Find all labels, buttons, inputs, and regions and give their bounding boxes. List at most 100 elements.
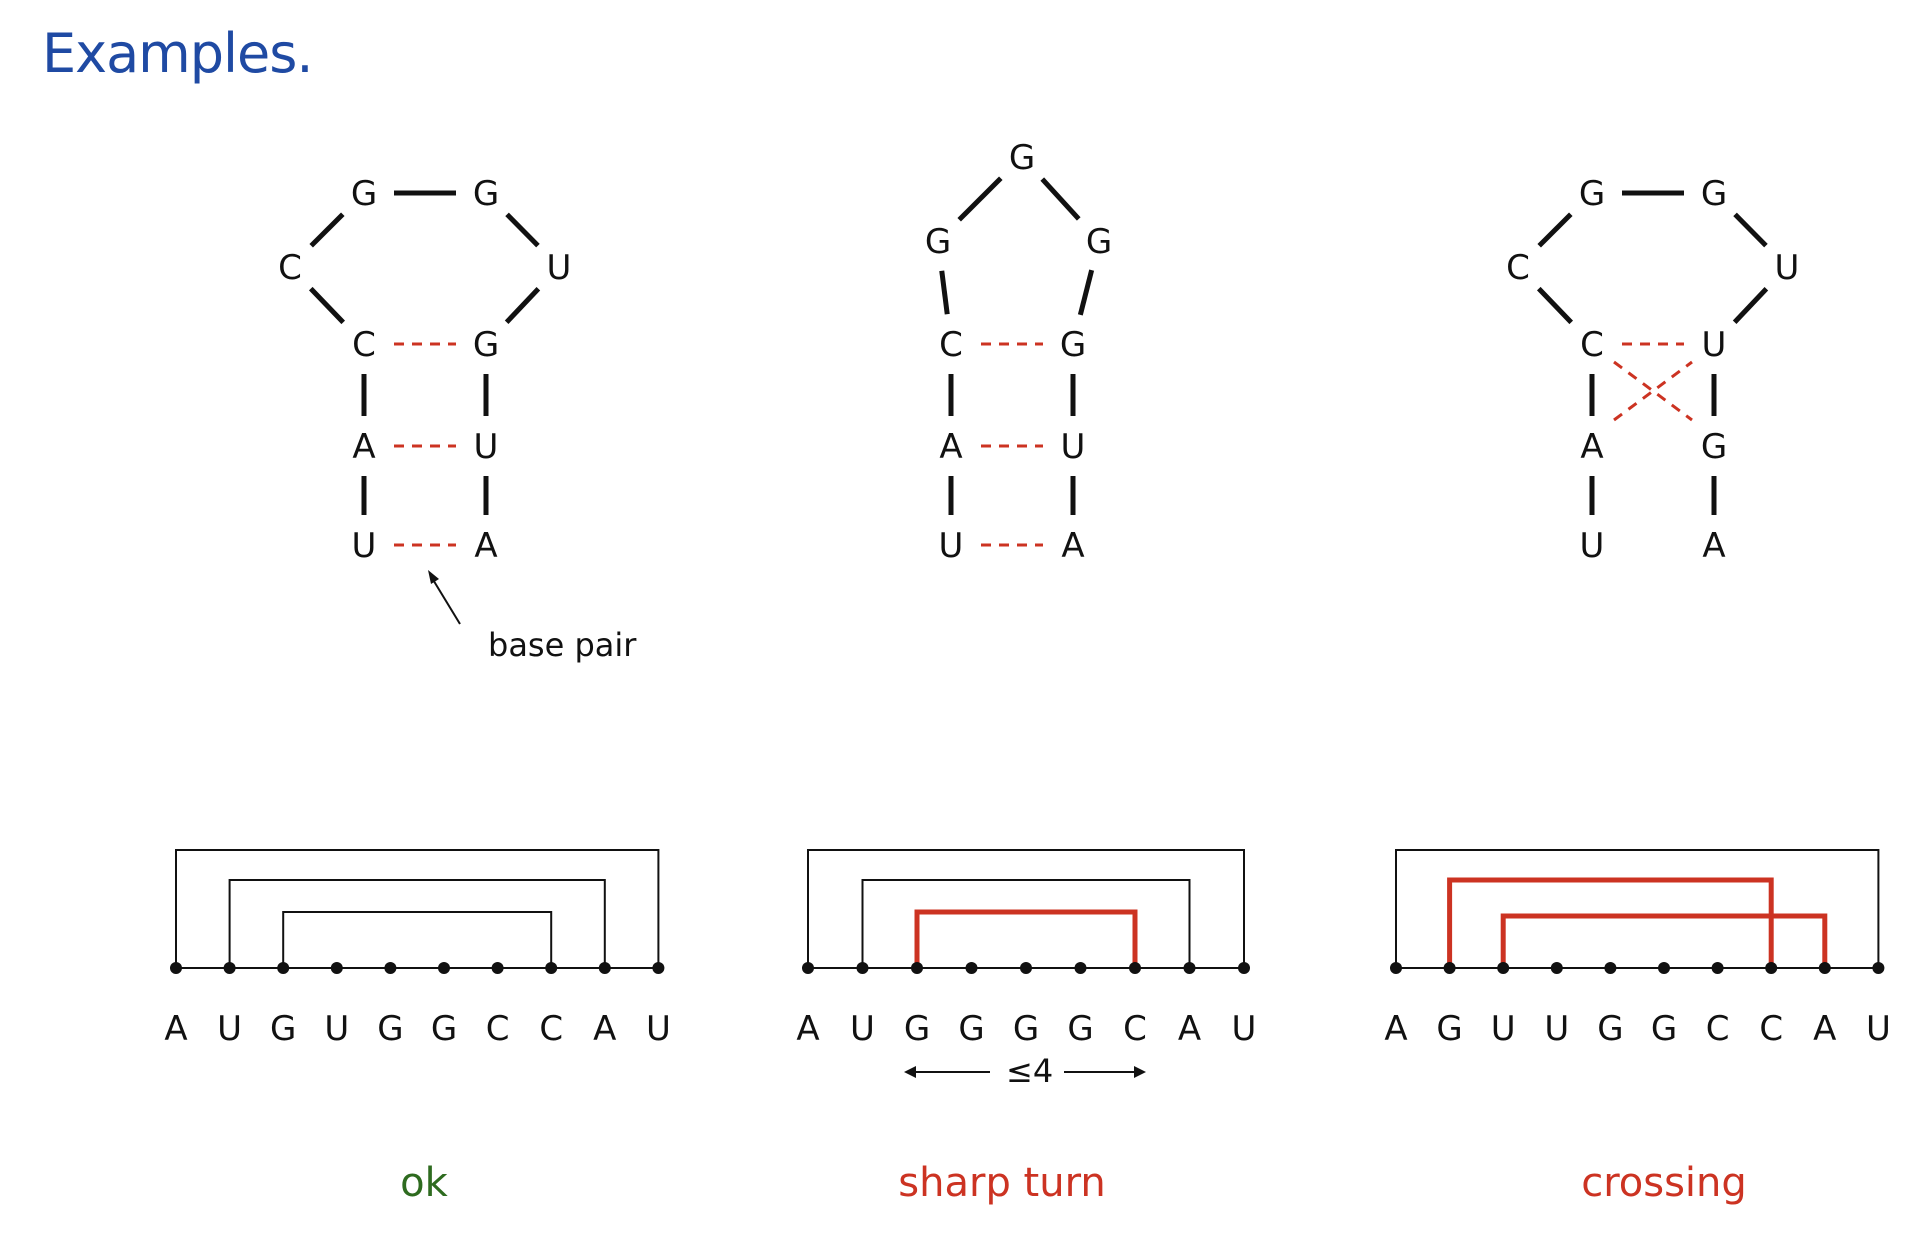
sequence-position-dot xyxy=(1183,962,1196,974)
sequence-position-dot xyxy=(1497,962,1510,974)
nucleotide: A xyxy=(1061,526,1084,566)
backbone-bond xyxy=(1536,286,1574,325)
backbone-bond xyxy=(939,270,950,315)
sequence-position-dot xyxy=(1604,962,1617,974)
base-pair-arrow xyxy=(431,577,461,625)
sequence-position-dot xyxy=(170,962,182,974)
sequence-position-dot xyxy=(911,962,923,974)
sequence-position-dot xyxy=(330,962,343,974)
backbone-bond xyxy=(1040,177,1081,221)
sequence-position-dot xyxy=(652,962,665,974)
backbone-bond xyxy=(1733,212,1768,248)
sequence-letter: C xyxy=(1706,1009,1730,1049)
distance-label: ≤4 xyxy=(1006,1052,1053,1090)
sequence-letter: A xyxy=(1384,1009,1407,1049)
pair-arc xyxy=(1395,849,1880,968)
backbone-bond xyxy=(957,176,1003,222)
backbone-bond xyxy=(1732,287,1769,324)
sequence-position-dot xyxy=(965,962,978,974)
sequence-letter: A xyxy=(1178,1009,1201,1049)
sequence-position-dot xyxy=(802,962,814,974)
nucleotide: A xyxy=(474,526,497,566)
sequence-letter: A xyxy=(1813,1009,1836,1049)
pair-arc xyxy=(228,879,606,968)
sequence-letter: G xyxy=(1597,1009,1623,1049)
nucleotide: A xyxy=(352,427,375,467)
nucleotide: U xyxy=(352,526,377,566)
nucleotide: U xyxy=(474,427,499,467)
nucleotide: U xyxy=(939,526,964,566)
nucleotide: U xyxy=(1702,325,1727,365)
sequence-letter: U xyxy=(1866,1009,1891,1049)
nucleotide: G xyxy=(1009,138,1035,178)
sequence-position-dot xyxy=(223,962,236,974)
nucleotide: C xyxy=(939,325,963,365)
sequence-position-dot xyxy=(545,962,558,974)
invalid-pair-arc xyxy=(1447,877,1774,968)
pair-arc xyxy=(807,849,1245,968)
sequence-letter: G xyxy=(1013,1009,1039,1049)
sequence-position-dot xyxy=(1818,962,1831,974)
nucleotide: U xyxy=(1061,427,1086,467)
sequence-position-dot xyxy=(598,962,611,974)
sequence-letter: U xyxy=(850,1009,875,1049)
nucleotide: C xyxy=(1506,248,1530,288)
nucleotide: C xyxy=(1580,325,1604,365)
backbone-bond xyxy=(505,212,540,248)
sequence-position-dot xyxy=(856,962,869,974)
nucleotide: C xyxy=(278,248,302,288)
nucleotide: U xyxy=(1580,526,1605,566)
nucleotide: U xyxy=(547,248,572,288)
nucleotide: G xyxy=(351,174,377,214)
nucleotide: G xyxy=(473,325,499,365)
sequence-letter: U xyxy=(1544,1009,1569,1049)
sequence-letter: C xyxy=(1759,1009,1783,1049)
crossing-pair-bond xyxy=(1613,360,1693,422)
sequence-position-dot xyxy=(1238,962,1250,974)
slide-title: Examples. xyxy=(42,22,314,85)
sequence-position-dot xyxy=(1390,962,1402,974)
backbone-bond xyxy=(1077,269,1095,316)
backbone-bond xyxy=(504,287,541,324)
pair-arc xyxy=(175,849,660,968)
sequence-letter: U xyxy=(1491,1009,1516,1049)
sequence-letter: U xyxy=(1232,1009,1257,1049)
distance-arrowhead-left xyxy=(904,1066,916,1078)
distance-arrowhead-right xyxy=(1134,1066,1146,1078)
sequence-letter: A xyxy=(164,1009,187,1049)
example-label-ok: ok xyxy=(400,1160,448,1206)
sequence-position-dot xyxy=(1020,962,1032,974)
nucleotide: A xyxy=(939,427,962,467)
sequence-letter: U xyxy=(324,1009,349,1049)
nucleotide: A xyxy=(1702,526,1725,566)
annotations: base pair ≤4 xyxy=(428,570,1146,1090)
example-label-sharp-turn: sharp turn xyxy=(898,1160,1105,1206)
sequence-position-dot xyxy=(1658,962,1670,974)
nucleotide: G xyxy=(1701,427,1727,467)
sequence-letter: G xyxy=(1067,1009,1093,1049)
sequence-letter: U xyxy=(646,1009,671,1049)
invalid-pair-arc xyxy=(914,909,1138,968)
sequence-letter: C xyxy=(539,1009,563,1049)
sequence-letter: G xyxy=(1436,1009,1462,1049)
nucleotide: A xyxy=(1580,427,1603,467)
pair-arc xyxy=(282,911,553,968)
sequence-letter: A xyxy=(593,1009,616,1049)
sequence-letter: G xyxy=(377,1009,403,1049)
sequence-position-dot xyxy=(1074,962,1087,974)
crossing-pair-bond xyxy=(1613,360,1693,422)
sequence-position-dot xyxy=(1872,962,1885,974)
pair-arc xyxy=(861,879,1191,968)
backbone-bond xyxy=(308,286,346,325)
invalid-pair-arc xyxy=(1500,913,1828,968)
